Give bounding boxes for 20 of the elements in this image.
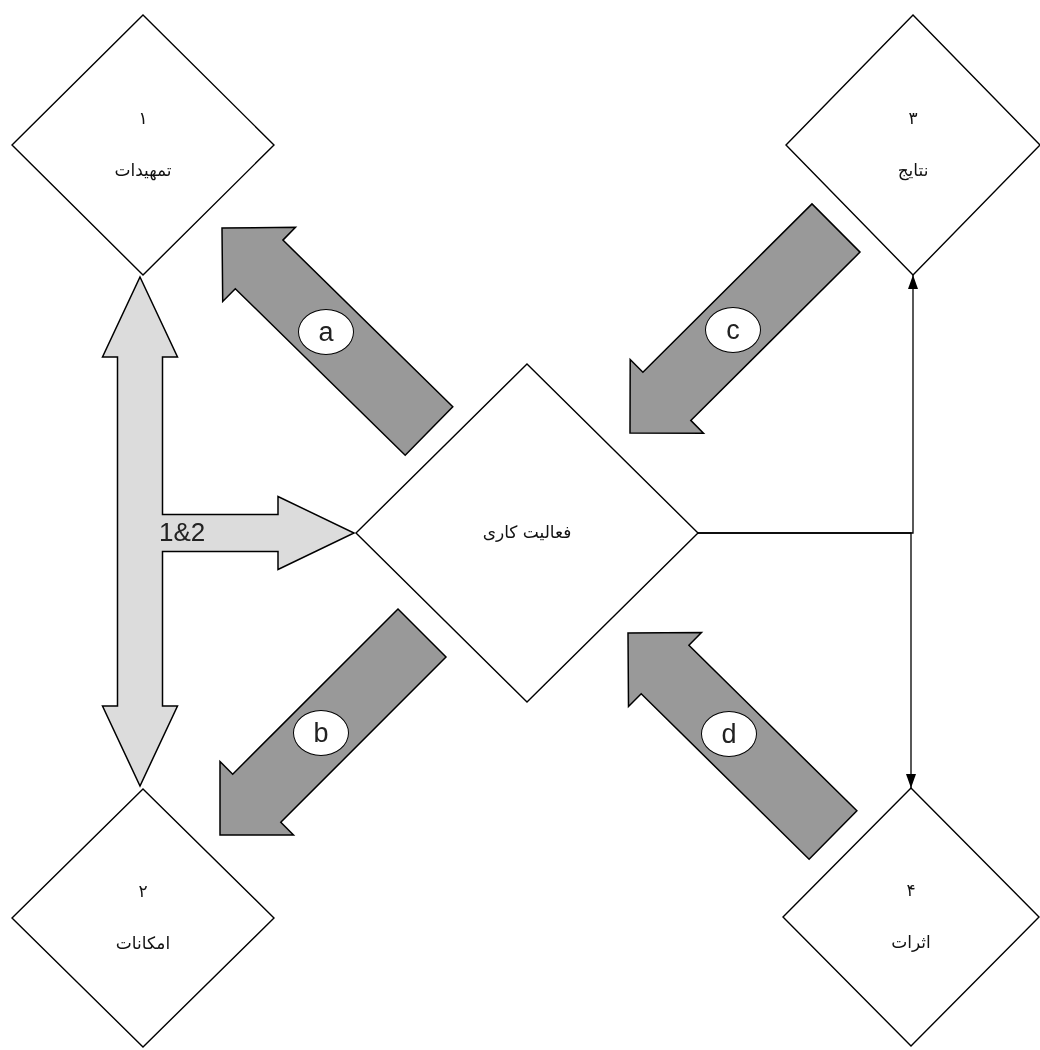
block-arrow xyxy=(101,275,356,788)
node-label: اثرات xyxy=(891,933,931,953)
diamond-box xyxy=(12,789,274,1047)
block-arrow xyxy=(219,607,448,836)
diamond-box xyxy=(12,15,274,275)
diamond-box xyxy=(783,788,1039,1046)
block-arrow xyxy=(627,631,858,861)
arrow xyxy=(697,532,916,789)
block-arrow xyxy=(629,202,862,434)
block-arrow xyxy=(221,226,454,457)
diamond-box xyxy=(356,364,698,702)
number-label: ۱ xyxy=(138,109,148,129)
number-label: ۲ xyxy=(138,882,148,902)
number-label: ۴ xyxy=(906,881,916,901)
node-label: فعالیت کاری xyxy=(482,523,572,543)
node-label: امکانات xyxy=(115,934,171,954)
node-label: تمهیدات xyxy=(114,161,172,181)
number-label: ۳ xyxy=(908,109,918,129)
diamond-box xyxy=(786,15,1040,275)
node-label: نتایج xyxy=(897,161,929,181)
